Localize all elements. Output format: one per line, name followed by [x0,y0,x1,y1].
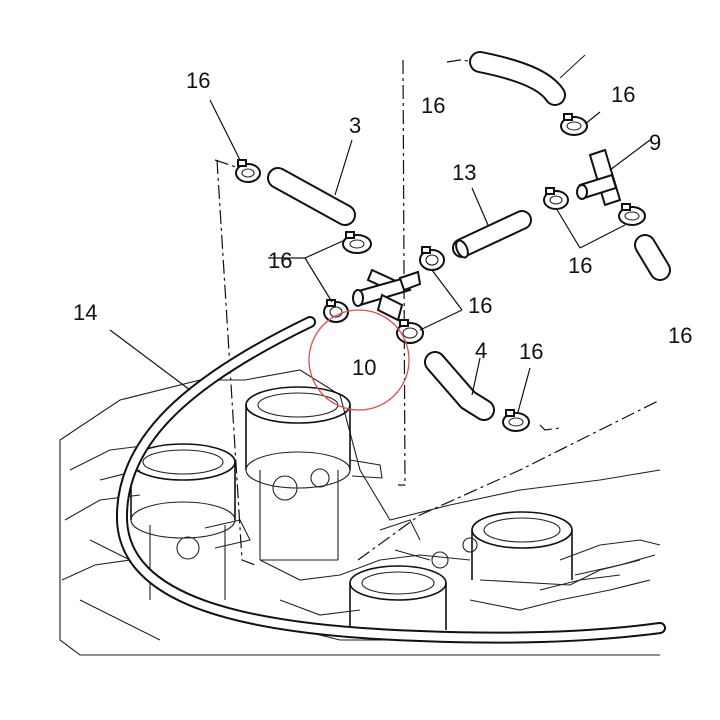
t-fitting-9 [576,148,622,207]
callout-16-left-pair: 16 [268,248,293,273]
clamp-t9-bottom [618,203,646,226]
callout-9: 9 [649,130,662,155]
engine-background [59,369,661,656]
hose-upper-right [469,51,671,281]
clamp-top-left [235,159,261,183]
clamp-hose3-end [342,231,372,254]
cross-fitting-10 [352,268,422,322]
callout-3: 3 [349,113,362,138]
clamp-hose14-end [323,299,349,323]
clamp-hose4-top [396,319,424,344]
callout-10: 10 [352,355,377,380]
clamp-hose4-end [502,409,530,432]
callout-13: 13 [452,160,477,185]
callout-16-lower-right: 16 [519,339,544,364]
clamp-hose13-right [543,187,569,210]
highlight-circle [308,309,410,411]
reference-lines [214,59,661,566]
callout-14: 14 [73,300,98,325]
hose-14 [115,316,666,644]
hose-3 [267,167,356,226]
callout-4: 4 [475,338,488,363]
clamp-hose13-left [419,246,445,271]
callout-16-top-left: 16 [186,68,211,93]
callout-16-far-right-pair: 16 [568,253,593,278]
clamp-upper-right [560,113,588,136]
callout-16-edge: 16 [668,323,693,348]
leader-lines [109,99,651,413]
callout-16-right-pair: 16 [468,293,493,318]
hose-clamps [235,113,646,432]
hose-4 [424,351,495,421]
callout-16-upper-mid: 16 [421,93,446,118]
callout-16-upper-right: 16 [611,82,636,107]
hose-13 [452,210,532,259]
